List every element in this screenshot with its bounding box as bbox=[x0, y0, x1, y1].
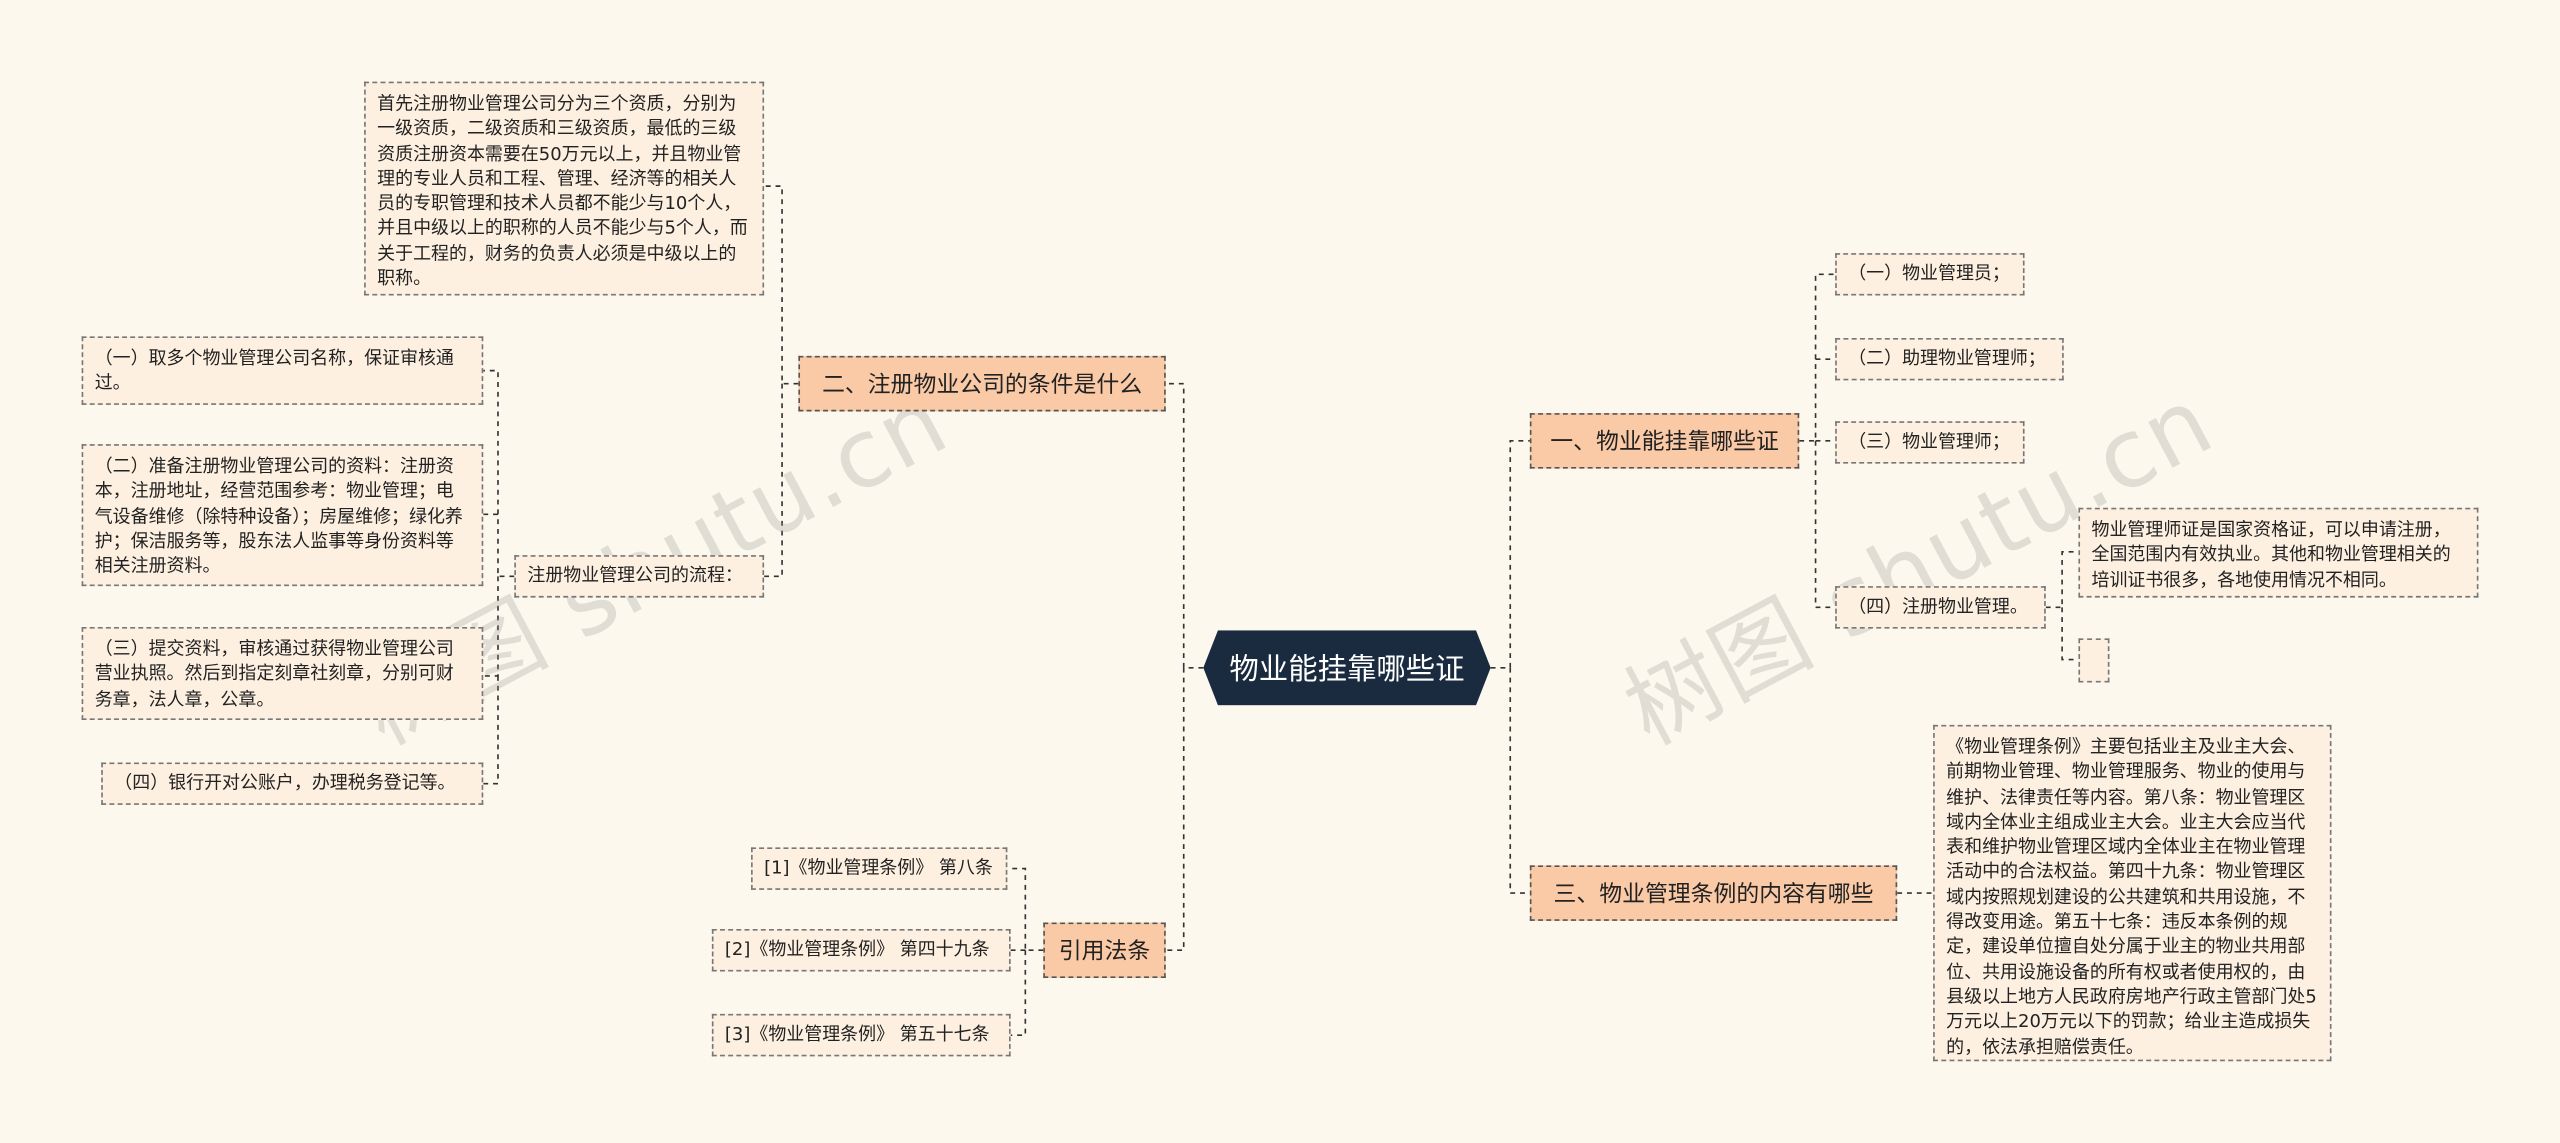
leaf-node[interactable]: （四）注册物业管理。 bbox=[1835, 586, 2046, 629]
branch-node-3[interactable]: 三、物业管理条例的内容有哪些 bbox=[1529, 865, 1898, 921]
leaf-node[interactable]: 注册物业管理公司的流程： bbox=[514, 555, 765, 598]
leaf-node[interactable]: （二）助理物业管理师； bbox=[1835, 337, 2064, 381]
leaf-node[interactable]: （二）准备注册物业管理公司的资料：注册资本，注册地址，经营范围参考：物业管理；电… bbox=[81, 444, 484, 587]
leaf-node[interactable]: [2]《物业管理条例》 第四十九条 bbox=[711, 929, 1011, 972]
root-node[interactable]: 物业能挂靠哪些证 bbox=[1203, 630, 1490, 705]
leaf-node[interactable]: 《物业管理条例》主要包括业主及业主大会、前期物业管理、物业管理服务、物业的使用与… bbox=[1933, 724, 2332, 1062]
branch-node-1[interactable]: 一、物业能挂靠哪些证 bbox=[1529, 413, 1800, 469]
leaf-node[interactable]: [1]《物业管理条例》 第八条 bbox=[751, 847, 1008, 890]
leaf-node[interactable]: 首先注册物业管理公司分为三个资质，分别为一级资质，二级资质和三级资质，最低的三级… bbox=[364, 81, 765, 296]
leaf-node[interactable]: （三）物业管理师； bbox=[1835, 421, 2025, 464]
leaf-node[interactable]: （三）提交资料，审核通过获得物业管理公司营业执照。然后到指定刻章社刻章，分别可财… bbox=[81, 626, 484, 721]
leaf-node[interactable]: （一）取多个物业管理公司名称，保证审核通过。 bbox=[81, 336, 484, 405]
empty-leaf-node[interactable] bbox=[2078, 638, 2110, 683]
branch-node-2[interactable]: 二、注册物业公司的条件是什么 bbox=[798, 355, 1166, 412]
branch-node-4[interactable]: 引用法条 bbox=[1043, 922, 1166, 978]
leaf-node[interactable]: [3]《物业管理条例》 第五十七条 bbox=[711, 1013, 1011, 1057]
leaf-node[interactable]: （四）银行开对公账户，办理税务登记等。 bbox=[101, 762, 484, 805]
leaf-node[interactable]: 物业管理师证是国家资格证，可以申请注册，全国范围内有效执业。其他和物业管理相关的… bbox=[2078, 507, 2479, 598]
leaf-node[interactable]: （一）物业管理员； bbox=[1835, 253, 2025, 296]
